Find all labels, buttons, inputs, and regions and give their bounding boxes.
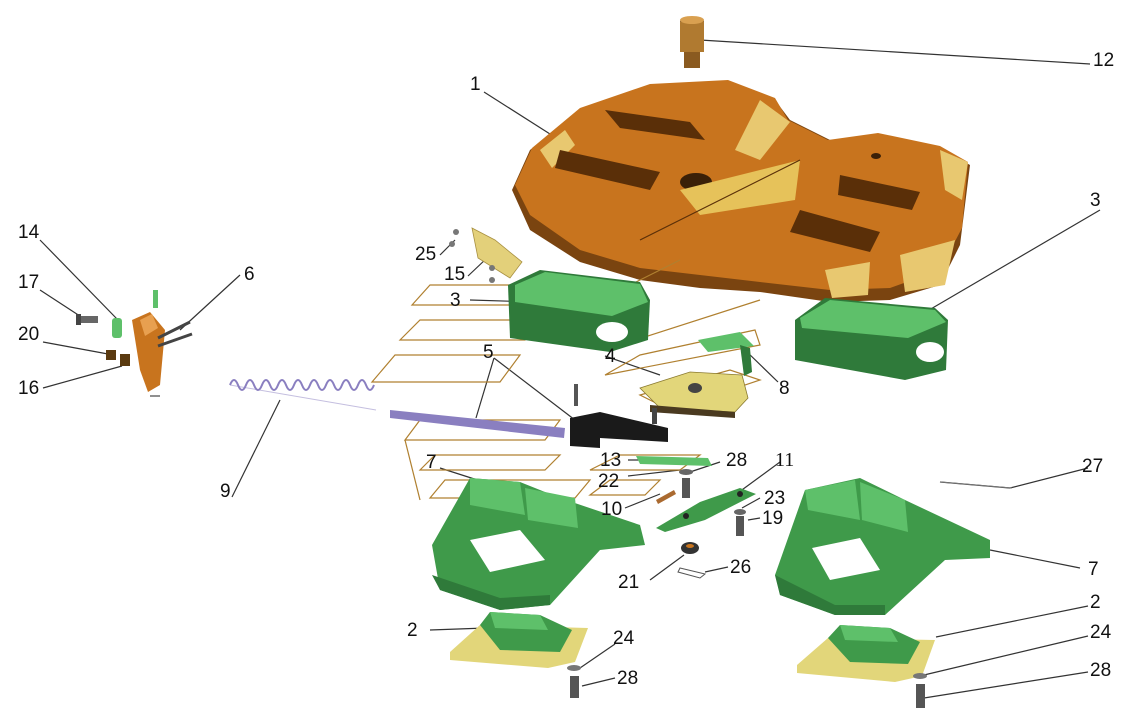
label-14: 14 [18, 222, 40, 243]
part-7-bracket-left [432, 478, 645, 610]
part-24-washer-left [567, 665, 581, 671]
part-26-cotter-pin [677, 567, 707, 579]
label-1: 1 [470, 74, 481, 95]
part-15-wear-plate [471, 227, 523, 279]
label-6: 6 [244, 264, 255, 285]
label-20: 20 [18, 324, 39, 345]
part-25-screws [449, 229, 495, 283]
label-9: 9 [220, 481, 231, 502]
part-8-wedge [698, 332, 754, 376]
label-24-left: 24 [613, 628, 635, 649]
part-3-bearing-left [508, 270, 650, 352]
part-28-bolt-right [916, 684, 925, 708]
label-5: 5 [483, 342, 494, 363]
label-8: 8 [779, 378, 790, 399]
label-15: 15 [444, 264, 465, 285]
part-28-bolt-left [570, 676, 579, 698]
part-6-handle [132, 290, 193, 397]
part-2-base-plate-right [797, 625, 935, 682]
part-7-bracket-right [775, 478, 990, 615]
label-28-right: 28 [1090, 660, 1111, 681]
label-28-center: 28 [726, 450, 747, 471]
label-19: 19 [762, 508, 783, 529]
label-3-right: 3 [1090, 190, 1101, 211]
part-24-washer-right [913, 673, 927, 679]
label-13: 13 [600, 450, 621, 471]
part-10-small-spring [656, 490, 676, 504]
part-28-bolt-center [682, 478, 690, 498]
label-17: 17 [18, 272, 39, 293]
part-2-base-plate-left [450, 612, 588, 668]
label-7-right: 7 [1088, 559, 1099, 580]
part-14-bushing [112, 318, 122, 338]
part-9-spring [229, 379, 377, 411]
label-11: 11 [775, 449, 794, 471]
label-4: 4 [605, 346, 616, 367]
part-1-main-plate [512, 80, 970, 302]
part-17-bolt [76, 314, 98, 325]
part-27-rod [939, 481, 1013, 489]
part-19-bolt [736, 516, 744, 536]
label-7-left: 7 [426, 452, 437, 473]
label-10: 10 [601, 499, 622, 520]
label-25: 25 [415, 244, 436, 265]
part-11-lever [656, 488, 756, 532]
part-22-washer [679, 469, 693, 475]
label-28-left: 28 [617, 668, 638, 689]
label-24-right: 24 [1090, 622, 1112, 643]
label-12: 12 [1093, 50, 1114, 71]
part-12-pin [680, 16, 704, 68]
label-2-right: 2 [1090, 592, 1101, 613]
part-4-jaw [639, 371, 749, 424]
part-21-castle-nut [681, 542, 699, 554]
label-27: 27 [1082, 456, 1103, 477]
label-26: 26 [730, 557, 751, 578]
label-16: 16 [18, 378, 39, 399]
part-16-nut [120, 354, 130, 366]
part-3-bearing-right [795, 298, 948, 380]
label-21: 21 [618, 572, 639, 593]
part-23-washer [734, 509, 746, 515]
label-3-left: 3 [450, 290, 461, 311]
label-23: 23 [764, 488, 785, 509]
part-5-rod-and-lock [390, 384, 668, 448]
label-2-left: 2 [407, 620, 418, 641]
part-20-nut [106, 350, 116, 360]
label-22: 22 [598, 471, 619, 492]
part-labels: 12 1 3 25 15 3 14 6 17 20 16 5 4 8 9 7 1… [18, 50, 1114, 689]
part-13-strip [636, 456, 712, 466]
